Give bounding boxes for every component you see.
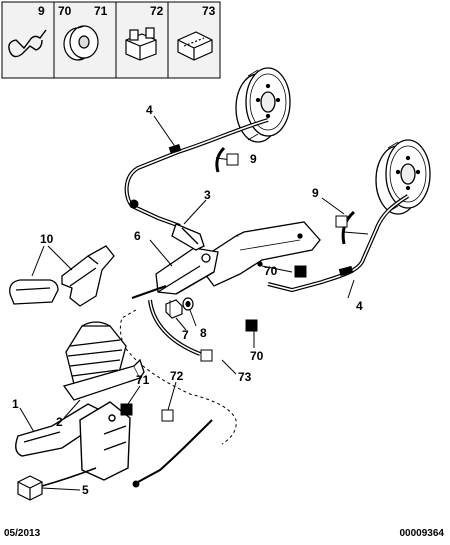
- callout-4-top: 4: [146, 103, 153, 117]
- legend-label-73: 73: [202, 4, 216, 18]
- callout-73: 73: [238, 370, 252, 384]
- callout-72: 72: [170, 369, 184, 383]
- callout-9-top: 9: [250, 152, 257, 166]
- rear-brake-drum-right: [375, 139, 431, 215]
- marker-filled-70b: [245, 319, 258, 332]
- callout-9-right: 9: [312, 186, 319, 200]
- left-rear-cable: [124, 118, 269, 228]
- washer-8: [182, 297, 194, 311]
- equaliser-3: [171, 223, 205, 251]
- footer-date: 05/2013: [4, 528, 41, 539]
- rear-brake-drum-top: [235, 67, 291, 143]
- legend-label-72: 72: [150, 4, 164, 18]
- marker-square-72: [161, 409, 174, 422]
- cable-clip-icon: [125, 27, 157, 61]
- grommet-icon: [63, 25, 99, 61]
- lever-trim-right-10: [61, 245, 115, 307]
- callout-3: 3: [204, 188, 211, 202]
- callout-markers: [120, 153, 348, 422]
- marker-square-9b: [335, 215, 348, 228]
- legend-label-71: 71: [94, 4, 108, 18]
- callout-70-lower: 70: [250, 349, 264, 363]
- lever-trim-left-10: [9, 279, 59, 305]
- marker-filled-70a: [294, 265, 307, 278]
- marker-square-9a: [226, 153, 239, 166]
- callout-7: 7: [182, 328, 189, 342]
- callout-8: 8: [200, 326, 207, 340]
- callout-5: 5: [82, 483, 89, 497]
- callout-2: 2: [56, 415, 63, 429]
- front-cable-73: [148, 299, 201, 356]
- callout-6: 6: [134, 229, 141, 243]
- handbrake-lever-body: [131, 247, 219, 299]
- callout-70-upper: 70: [264, 264, 278, 278]
- callout-1: 1: [12, 397, 19, 411]
- marker-square-73: [200, 349, 213, 362]
- lever-mount-bracket-6: [195, 221, 321, 287]
- footer-reference: 00009364: [399, 528, 445, 539]
- callout-10: 10: [40, 232, 54, 246]
- pivot-cable-72: [132, 419, 213, 488]
- right-rear-cable: [267, 194, 410, 293]
- legend-label-70: 70: [58, 4, 72, 18]
- spring-clip-icon: [8, 29, 47, 58]
- adhesive-pad-icon: [177, 31, 213, 61]
- dashed-routing-line: [119, 309, 237, 445]
- adjusting-nut-7: [165, 299, 183, 319]
- legend-label-9: 9: [38, 4, 45, 18]
- warning-switch-5: [17, 467, 97, 501]
- callout-numbers: 4 9 3 6 10 9 70 4 7 8 70 73 71 72 1 2 5: [12, 103, 363, 497]
- callout-71: 71: [136, 373, 150, 387]
- callout-4-right: 4: [356, 299, 363, 313]
- legend-labels: 9 70 71 72 73: [38, 4, 216, 18]
- callout-leaders: [19, 115, 369, 491]
- legend-box-9: [1, 1, 55, 79]
- gaiter-2: [62, 321, 145, 401]
- handbrake-lever-1: [15, 401, 131, 481]
- marker-filled-71: [120, 403, 133, 416]
